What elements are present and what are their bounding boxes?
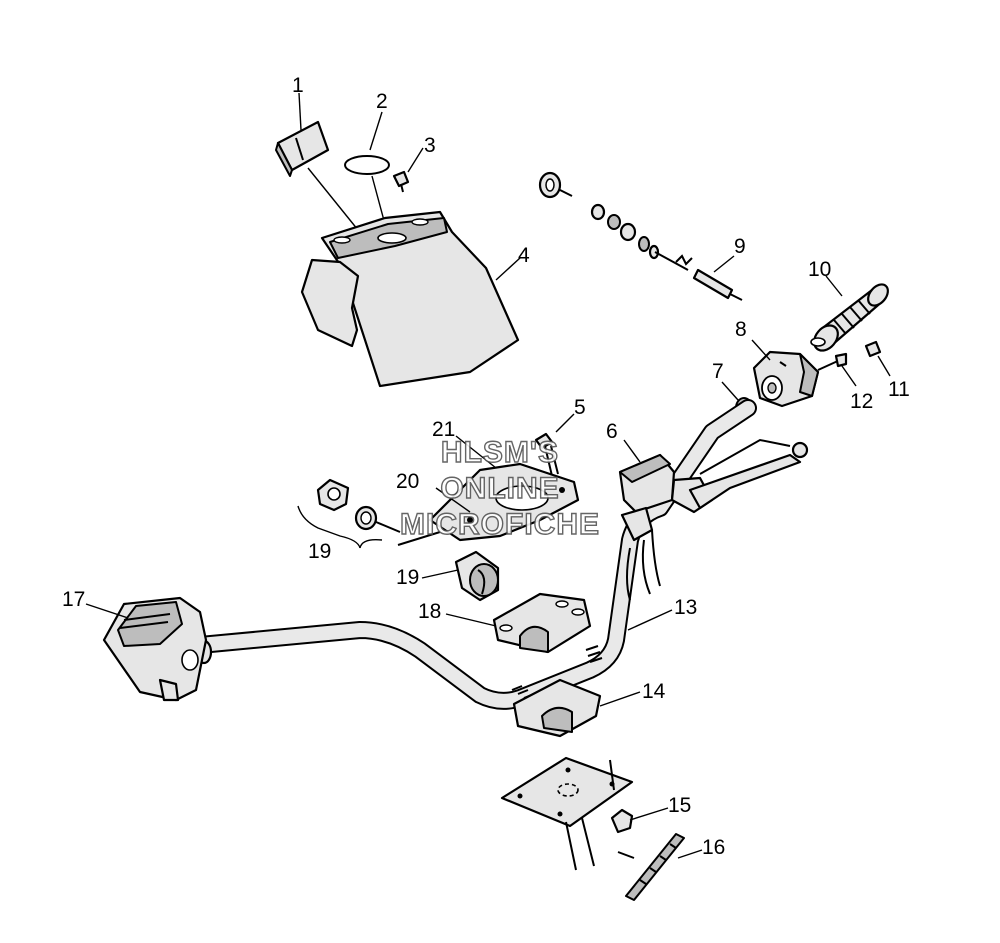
callout-5: 5 [574,396,586,419]
part-4-cover[interactable] [300,210,520,388]
part-12-screw[interactable] [817,352,848,371]
callout-21: 21 [432,418,455,441]
part-19-indicator-set[interactable] [316,478,401,533]
callout-9: 9 [734,235,746,258]
callout-8: 8 [735,318,747,341]
part-6-master-cylinder[interactable] [618,438,809,542]
part-2-decal[interactable] [344,155,390,175]
callout-11: 11 [888,378,910,401]
part-19-indicator-light[interactable] [454,550,500,602]
watermark-line-2: ONLINE [440,472,559,505]
part-10-grip[interactable] [809,281,892,355]
part-5-bolt[interactable] [534,432,559,477]
part-17-switch-housing[interactable] [102,596,208,702]
callout-10: 10 [808,258,831,281]
callout-19: 19 [396,566,419,589]
callout-12: 12 [850,390,873,413]
part-9-cable-assembly[interactable] [538,171,743,301]
callout-19-group: 19 [308,540,331,563]
callout-15: 15 [668,794,691,817]
part-3-screw[interactable] [392,170,410,193]
part-16-cable-tie[interactable] [617,833,685,901]
callout-20: 20 [396,470,419,493]
part-18-upper-clamp[interactable] [492,592,592,654]
watermark: HLSM'S ONLINE MICROFICHE [399,435,600,541]
callout-18: 18 [418,600,441,623]
part-20-plate[interactable] [397,462,580,546]
callout-17: 17 [62,588,85,611]
callout-6: 6 [606,420,618,443]
callout-3: 3 [424,134,436,157]
callout-16: 16 [702,836,725,859]
steering-stem-plate [500,756,634,871]
callout-14: 14 [642,680,666,703]
part-11-plug[interactable] [864,340,882,358]
callout-7: 7 [712,360,724,383]
watermark-line-1: HLSM'S [441,436,559,469]
part-8-throttle-housing[interactable] [752,350,820,408]
callout-1: 1 [292,74,304,97]
watermark-line-3: MICROFICHE [400,508,600,541]
callout-13: 13 [674,596,697,619]
part-14-lower-clamp[interactable] [512,678,602,738]
part-1-switch[interactable] [275,120,330,177]
part-15-nut[interactable] [610,808,634,834]
callout-2: 2 [376,90,388,113]
callout-4: 4 [518,244,530,267]
